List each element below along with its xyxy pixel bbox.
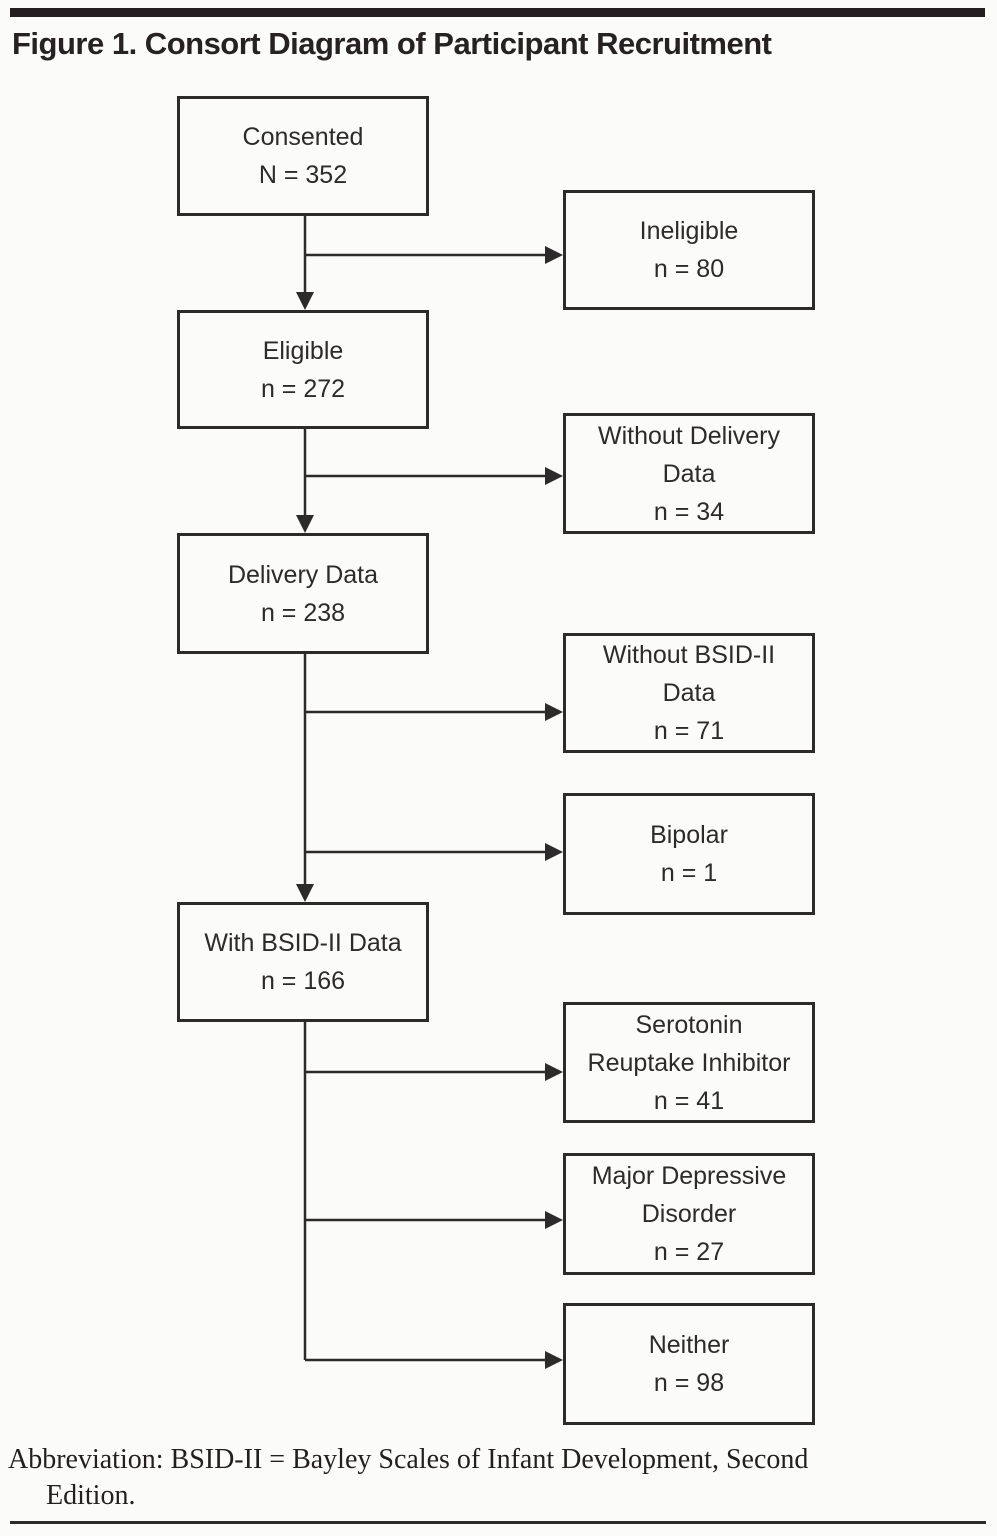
bottom-rule	[10, 1521, 986, 1524]
top-rule	[10, 8, 985, 17]
box-label: Major Depressive Disorder	[591, 1162, 787, 1228]
box-count: n = 98	[653, 1369, 725, 1397]
box-label: Bipolar	[650, 821, 728, 849]
box-label: Eligible	[262, 336, 344, 365]
box-label: Ineligible	[639, 217, 739, 245]
box-label: Delivery Data	[227, 560, 379, 589]
flow-box-ineligible: Ineligible n = 80	[563, 190, 815, 310]
arrow-consented-to-eligible	[296, 216, 314, 310]
flow-box-delivery-data: Delivery Data n = 238	[177, 533, 429, 654]
box-label: With BSID-II Data	[204, 929, 402, 957]
box-label: Consented	[242, 123, 364, 151]
flow-box-neither: Neither n = 98	[563, 1303, 815, 1425]
flow-box-consented: Consented N = 352	[177, 96, 429, 216]
box-count: n = 166	[260, 967, 346, 995]
abbreviation-note: Abbreviation: BSID-II = Bayley Scales of…	[8, 1442, 968, 1514]
flow-box-serotonin-reuptake-inhibitor: Serotonin Reuptake Inhibitor n = 41	[563, 1002, 815, 1123]
box-count: n = 272	[260, 374, 346, 403]
box-count: N = 352	[258, 161, 348, 189]
box-label: Without BSID-II Data	[602, 641, 776, 707]
box-count: n = 80	[653, 255, 725, 283]
arrow-to-bipolar	[305, 843, 563, 861]
flow-box-eligible: Eligible n = 272	[177, 310, 429, 429]
arrow-to-without-delivery	[305, 467, 563, 485]
arrow-to-without-bsid	[305, 703, 563, 721]
box-count: n = 34	[653, 497, 725, 526]
box-count: n = 1	[660, 859, 718, 887]
box-count: n = 41	[653, 1086, 725, 1115]
arrow-to-ineligible	[305, 246, 563, 264]
flow-box-with-bsid-data: With BSID-II Data n = 166	[177, 902, 429, 1022]
arrow-to-sri	[305, 1063, 563, 1081]
flow-box-without-delivery-data: Without Delivery Data n = 34	[563, 413, 815, 534]
figure-title: Figure 1. Consort Diagram of Participant…	[12, 26, 772, 61]
box-label: Without Delivery Data	[598, 421, 780, 488]
box-count: n = 238	[260, 598, 346, 627]
arrow-to-mdd	[305, 1211, 563, 1229]
abbreviation-note-line-1: Abbreviation: BSID-II = Bayley Scales of…	[8, 1444, 809, 1475]
abbreviation-note-line-2: Edition.	[46, 1480, 136, 1511]
box-count: n = 27	[653, 1238, 725, 1266]
flow-box-bipolar: Bipolar n = 1	[563, 793, 815, 915]
box-count: n = 71	[653, 717, 725, 745]
arrow-to-neither	[305, 1351, 563, 1369]
box-label: Neither	[648, 1331, 730, 1359]
box-label: Serotonin Reuptake Inhibitor	[587, 1010, 791, 1077]
flow-box-major-depressive-disorder: Major Depressive Disorder n = 27	[563, 1153, 815, 1275]
flow-box-without-bsid-data: Without BSID-II Data n = 71	[563, 633, 815, 753]
arrow-delivery-to-bsid	[296, 654, 314, 902]
arrow-eligible-to-delivery	[296, 429, 314, 533]
